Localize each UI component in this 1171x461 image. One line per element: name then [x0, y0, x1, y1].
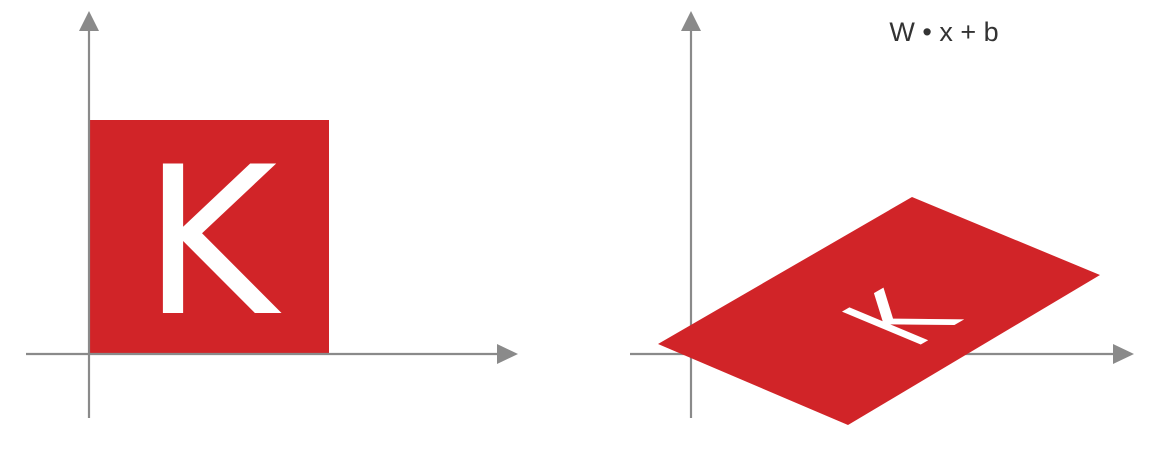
formula-label: W • x + b [889, 17, 998, 47]
right-panel: K [630, 11, 1134, 425]
left-red-square [88, 120, 329, 355]
right-y-axis-arrow [681, 11, 701, 31]
left-x-axis-arrow [497, 344, 518, 364]
right-red-parallelogram [658, 197, 1100, 425]
right-x-axis-arrow [1113, 344, 1134, 364]
left-panel: K [26, 11, 518, 418]
left-k-letter: K [143, 124, 282, 362]
left-y-axis-arrow [79, 11, 99, 31]
